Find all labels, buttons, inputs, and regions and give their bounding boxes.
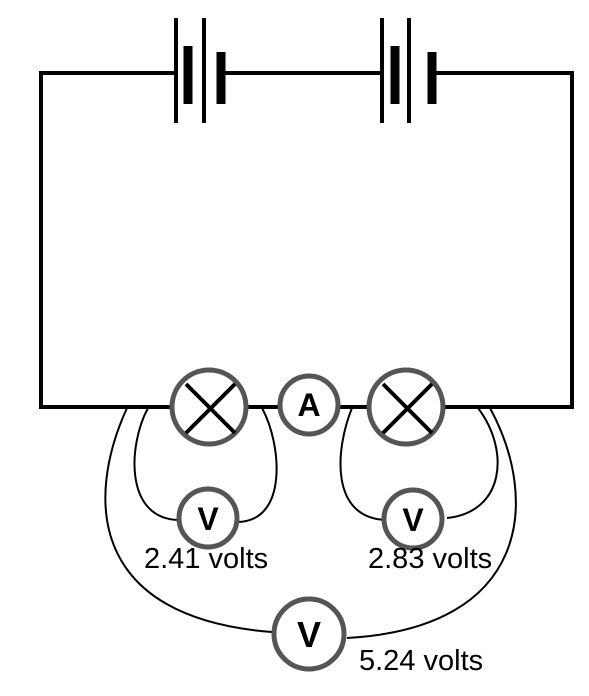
battery-cell-icon bbox=[174, 18, 226, 123]
left-voltmeter-lead-b bbox=[236, 407, 278, 523]
ammeter-icon: A bbox=[277, 373, 341, 437]
lamp-icon bbox=[169, 367, 249, 447]
voltmeter-icon: V bbox=[176, 486, 240, 550]
left-voltmeter-reading: 2.41 volts bbox=[144, 543, 268, 575]
ammeter-symbol: A bbox=[297, 387, 320, 423]
right-voltmeter-symbol: V bbox=[402, 502, 424, 538]
left-voltmeter-lead-a bbox=[133, 407, 181, 521]
total-voltmeter-reading: 5.24 volts bbox=[359, 645, 483, 677]
total-voltmeter-symbol: V bbox=[297, 614, 321, 655]
lamp-icon bbox=[366, 367, 446, 447]
left-voltmeter-symbol: V bbox=[197, 501, 219, 537]
voltmeter-icon: V bbox=[271, 596, 347, 672]
top-left-wire bbox=[39, 71, 177, 409]
right-voltmeter-reading: 2.83 volts bbox=[368, 543, 492, 575]
voltmeter-icon: V bbox=[381, 487, 445, 551]
battery-cell-icon bbox=[380, 18, 437, 123]
top-right-wire bbox=[434, 71, 574, 409]
right-voltmeter-lead-b bbox=[446, 407, 499, 519]
main-circuit-wires bbox=[39, 71, 574, 409]
total-voltmeter-lead-b bbox=[346, 407, 517, 639]
voltmeter-leads bbox=[104, 407, 517, 639]
right-voltmeter-lead-a bbox=[339, 407, 387, 521]
total-voltmeter-lead-a bbox=[104, 407, 273, 633]
